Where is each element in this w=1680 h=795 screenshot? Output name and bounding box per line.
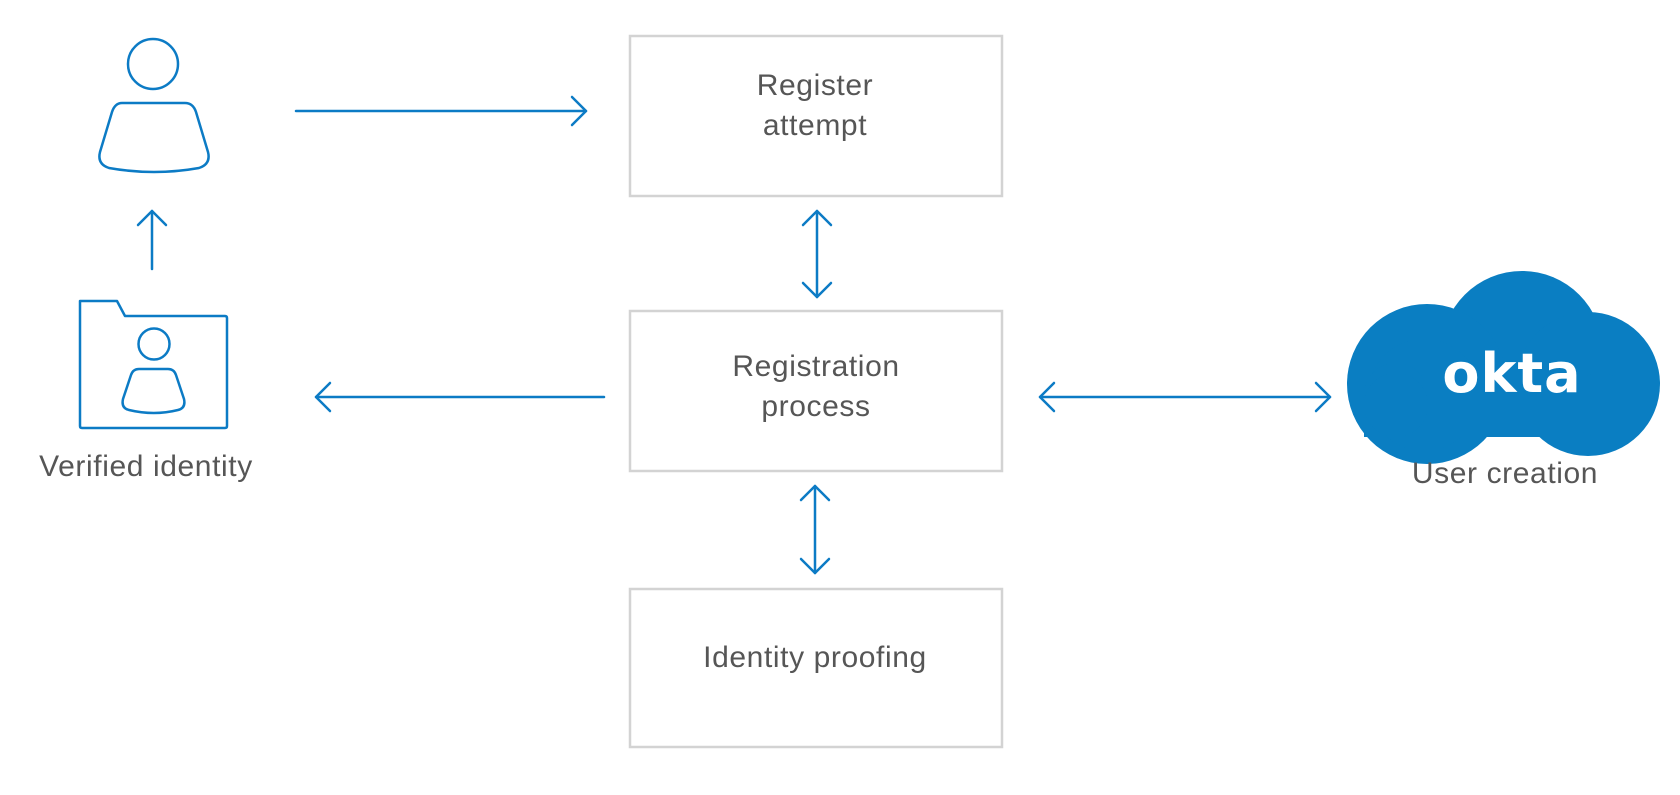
arrow-register-attempt-registration-process: [801, 209, 833, 299]
user-creation-label: User creation: [1412, 457, 1598, 490]
registration-process-label-line-1: Registration: [732, 350, 899, 383]
registration-process-box: Registration process: [628, 309, 1004, 473]
verified-identity-label: Verified identity: [39, 450, 253, 483]
arrow-user-to-register-attempt: [294, 95, 588, 127]
identity-proofing-box: Identity proofing: [628, 587, 1004, 749]
register-attempt-label-line-1: Register: [757, 69, 874, 102]
arrow-registration-process-to-verified-identity: [314, 381, 606, 413]
user-icon: [98, 37, 210, 174]
identity-proofing-label: Identity proofing: [703, 641, 927, 674]
arrow-registration-process-user-creation: [1038, 381, 1332, 413]
identity-folder-icon: [78, 299, 229, 430]
arrow-verified-identity-to-user: [136, 209, 168, 271]
registration-process-label-line-2: process: [761, 390, 870, 423]
register-attempt-box: Register attempt: [628, 34, 1004, 198]
okta-cloud-icon: okta: [1347, 271, 1660, 464]
arrow-registration-process-identity-proofing: [799, 484, 831, 575]
cloud-shape: [1347, 271, 1660, 464]
register-attempt-label-line-2: attempt: [763, 109, 867, 142]
okta-logo-text: okta: [1442, 342, 1581, 405]
